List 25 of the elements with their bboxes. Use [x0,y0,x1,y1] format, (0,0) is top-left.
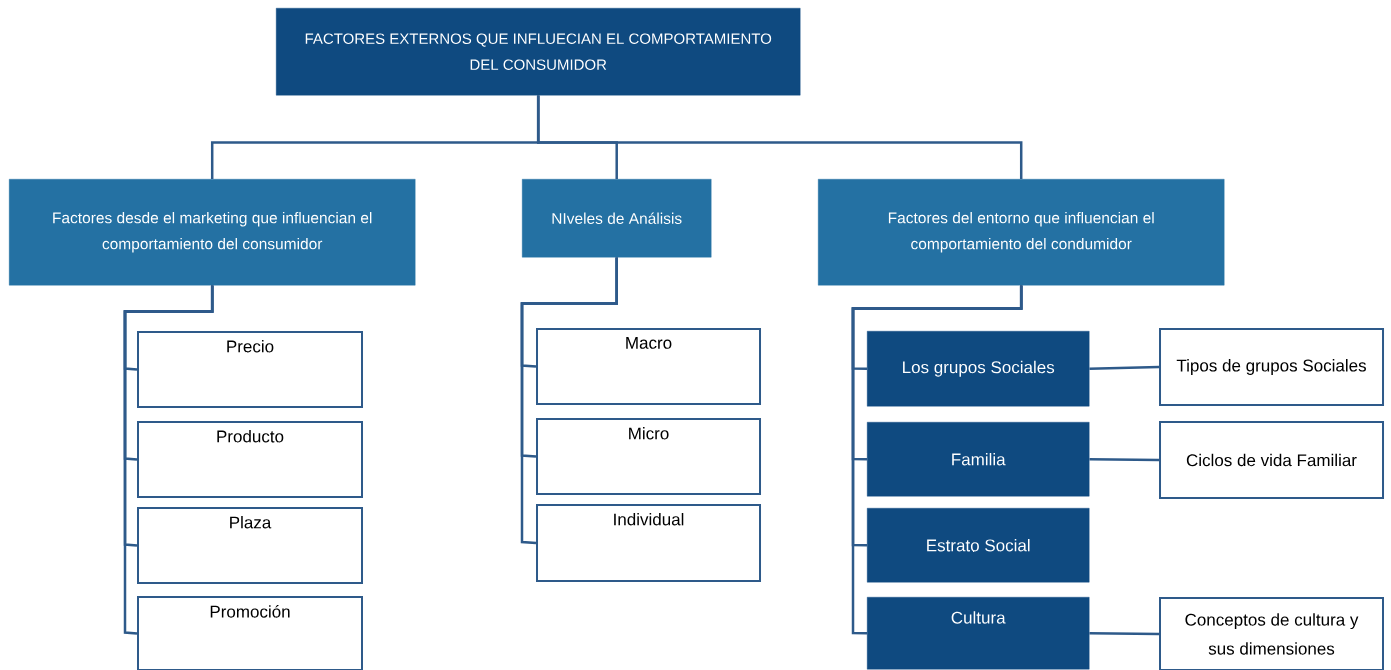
title-box: FACTORES EXTERNOS QUE INFLUECIAN EL COMPORTAMIENTO DEL CONSUMIDOR [276,8,801,96]
connector-line [1089,457,1160,462]
factor-box: Estrato Social [867,508,1090,583]
item-box: Ciclos de vida Familiar [1159,421,1384,499]
category-box: Factores desde el marketing que influencian el comportamiento del consumidor [9,179,416,286]
connector-line [536,95,1023,179]
factor-box: Cultura [867,597,1090,670]
item-box: Conceptos de cultura y sus dimensiones [1159,597,1384,670]
item-box: Precio [137,331,363,408]
item-box: Plaza [137,507,363,584]
factor-box: Familia [867,422,1090,497]
item-box: Producto [137,421,363,498]
connector-line [1089,365,1160,370]
item-box: Tipos de grupos Sociales [1159,328,1384,406]
item-box: Promoción [137,596,363,670]
connector-line [1089,631,1160,636]
category-box: NIveles de Análisis [522,179,712,258]
item-box: Micro [536,418,761,495]
item-box: Macro [536,328,761,405]
factor-box: Los grupos Sociales [867,331,1090,407]
connector-line [851,285,1023,635]
item-box: Individual [536,504,761,582]
connector-line [520,257,618,545]
connector-line [123,285,214,635]
category-box: Factores del entorno que influencian el comportamiento del condumidor [818,179,1225,286]
